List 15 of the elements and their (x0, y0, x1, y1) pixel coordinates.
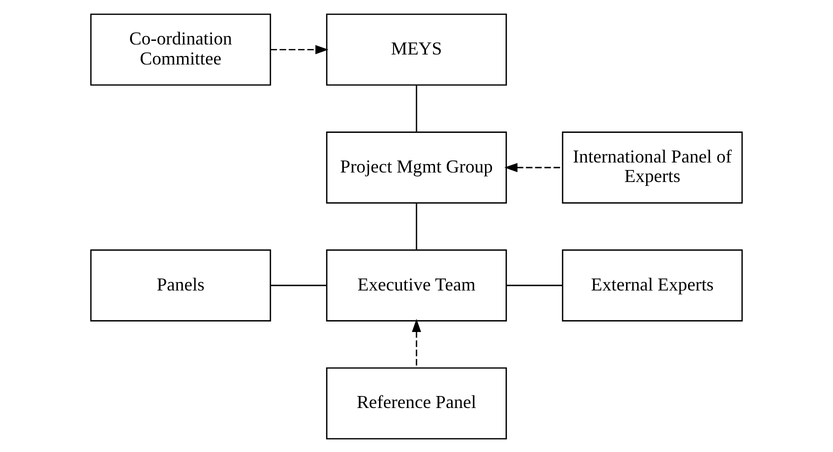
connector (416, 84, 418, 132)
node-box: MEYS (326, 13, 507, 86)
connector (270, 284, 327, 286)
arrow (270, 44, 328, 54)
node-box: International Panel of Experts (562, 131, 743, 204)
node-box: External Experts (562, 248, 743, 321)
connector (506, 284, 562, 286)
node-box: Reference Panel (326, 366, 507, 439)
node-box: Co-ordination Committee (90, 13, 272, 86)
arrow (412, 318, 422, 368)
node-box: Executive Team (326, 248, 507, 321)
arrow (504, 162, 562, 172)
node-box: Project Mgmt Group (326, 131, 507, 204)
connector (416, 202, 418, 250)
node-box: Panels (90, 248, 272, 321)
